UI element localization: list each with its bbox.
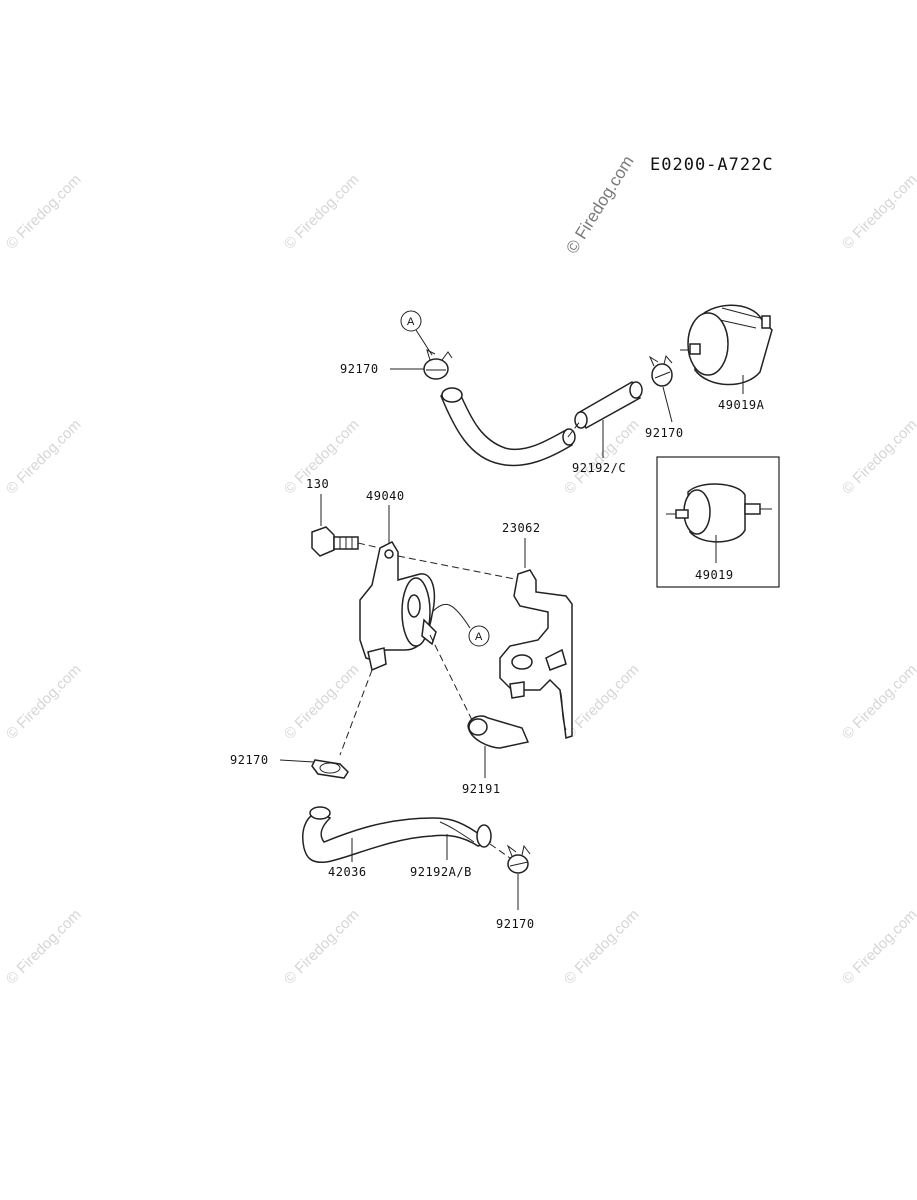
fuel-filter-alt bbox=[666, 483, 772, 543]
label-bolt: 130 bbox=[306, 477, 329, 491]
clamp-bottom bbox=[506, 844, 531, 874]
watermark: © Firedog.com bbox=[281, 661, 363, 743]
callout-a-pump: A bbox=[431, 603, 490, 647]
watermark: © Firedog.com bbox=[3, 661, 85, 743]
callout-a-top: A bbox=[400, 310, 433, 356]
diagram-code: E0200-A722C bbox=[650, 155, 774, 175]
bracket bbox=[499, 569, 573, 740]
watermark: © Firedog.com bbox=[839, 416, 917, 498]
watermark: © Firedog.com bbox=[3, 906, 85, 988]
clamp-mid bbox=[311, 759, 349, 779]
label-bracket: 23062 bbox=[502, 521, 541, 535]
label-tube: 92191 bbox=[462, 782, 501, 796]
tube bbox=[467, 715, 530, 749]
watermark: © Firedog.com bbox=[3, 171, 85, 253]
watermark-prominent: © Firedog.com bbox=[562, 152, 637, 257]
label-filter-a: 49019A bbox=[718, 398, 765, 412]
clamp-filter bbox=[648, 354, 673, 387]
label-clamp-filter: 92170 bbox=[645, 426, 684, 440]
bolt bbox=[311, 526, 359, 557]
watermark: © Firedog.com bbox=[839, 171, 917, 253]
label-clamp-mid: 92170 bbox=[230, 753, 269, 767]
watermark: © Firedog.com bbox=[839, 661, 917, 743]
watermark: © Firedog.com bbox=[281, 171, 363, 253]
watermark: © Firedog.com bbox=[561, 416, 643, 498]
callout-letter: A bbox=[475, 631, 483, 643]
label-hose-bottom-left: 42036 bbox=[328, 865, 367, 879]
fuel-pump bbox=[359, 541, 437, 672]
clamp-top bbox=[423, 349, 453, 380]
label-clamp-top: 92170 bbox=[340, 362, 379, 376]
watermark: © Firedog.com bbox=[561, 906, 643, 988]
hose-bottom bbox=[302, 806, 492, 864]
hose-top bbox=[440, 380, 643, 467]
watermark-layer: © Firedog.com © Firedog.com © Firedog.co… bbox=[3, 152, 917, 988]
callout-letter: A bbox=[407, 316, 415, 328]
watermark: © Firedog.com bbox=[281, 906, 363, 988]
watermark: © Firedog.com bbox=[561, 661, 643, 743]
fuel-filter-a bbox=[680, 304, 773, 386]
label-pump: 49040 bbox=[366, 489, 405, 503]
label-hose-top: 92192/C bbox=[572, 461, 626, 475]
label-filter-box: 49019 bbox=[695, 568, 734, 582]
label-hose-bottom: 92192A/B bbox=[410, 865, 472, 879]
label-clamp-bottom: 92170 bbox=[496, 917, 535, 931]
watermark: © Firedog.com bbox=[3, 416, 85, 498]
filter-box: 49019 bbox=[656, 456, 780, 588]
watermark: © Firedog.com bbox=[839, 906, 917, 988]
